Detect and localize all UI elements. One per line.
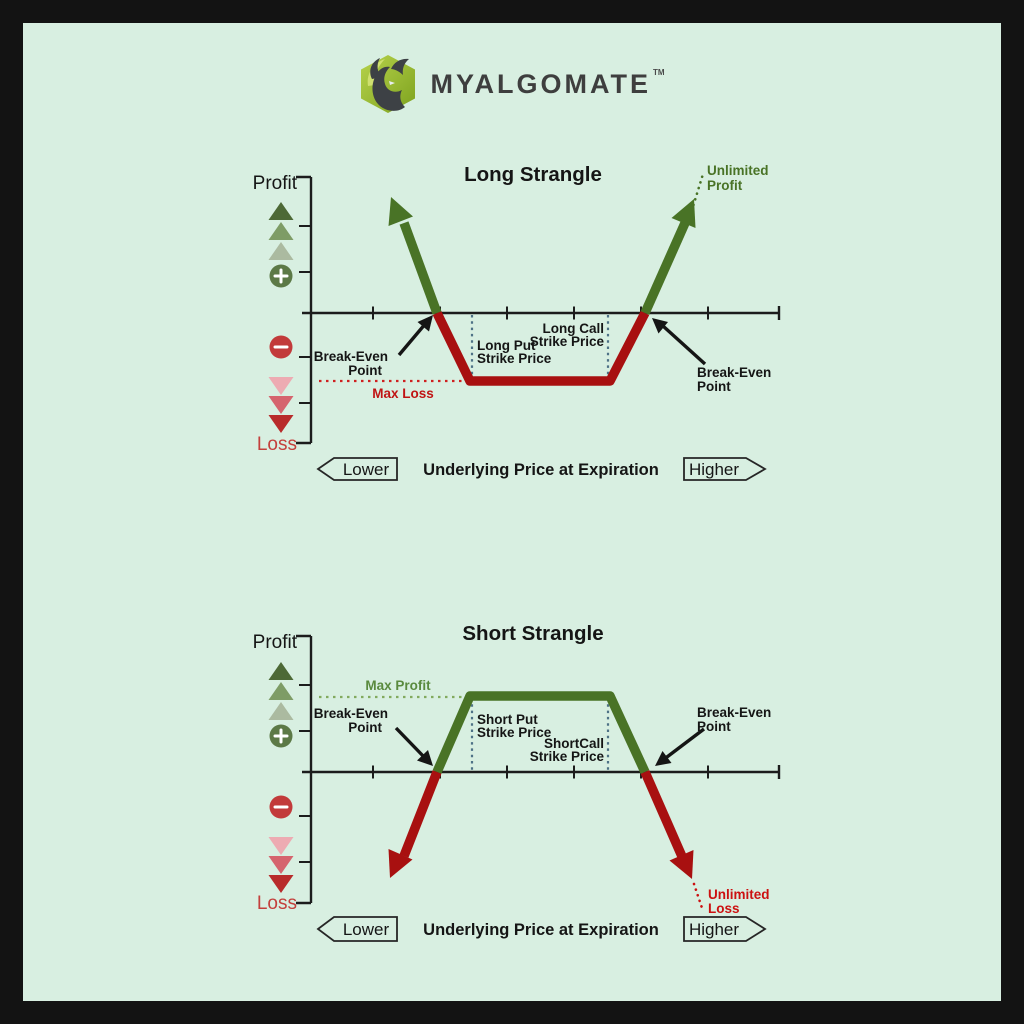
unlimited-profit-dotted bbox=[692, 172, 705, 207]
green-arrowhead-right bbox=[671, 199, 696, 228]
unlimited-loss-dotted bbox=[692, 882, 704, 910]
logo-highlight bbox=[368, 59, 386, 86]
break-even-left-label-2: Point bbox=[348, 363, 382, 378]
down-triangle-dark-icon bbox=[268, 415, 294, 433]
break-even-left-label-1: Break-Even bbox=[314, 706, 388, 721]
call-strike-label-2: Strike Price bbox=[530, 749, 605, 764]
down-triangle-mid-icon bbox=[268, 396, 294, 414]
lower-tag-label: Lower bbox=[343, 920, 390, 939]
up-triangle-dark-icon bbox=[268, 662, 294, 680]
y-axis-end-ticks bbox=[296, 175, 311, 445]
lower-tag-shape bbox=[316, 916, 398, 942]
break-even-right-arrowhead bbox=[652, 318, 668, 334]
up-triangle-mid-icon bbox=[268, 222, 294, 240]
brand-name: MYALGOMATE bbox=[430, 69, 651, 99]
higher-tag-shape bbox=[683, 457, 767, 481]
page-background bbox=[23, 23, 1001, 1001]
lower-tag-shape bbox=[316, 457, 398, 481]
profit-loss-glyphs bbox=[268, 202, 294, 433]
down-triangle-mid-icon bbox=[268, 856, 294, 874]
payoff-profit-right bbox=[640, 221, 690, 315]
payoff-loss-right bbox=[640, 770, 689, 863]
green-arrowhead-left bbox=[388, 197, 413, 226]
strike-price-guides bbox=[470, 315, 610, 379]
put-strike-label-1: Long Put bbox=[477, 338, 536, 353]
max-loss-label: Max Loss bbox=[372, 386, 434, 401]
break-even-right-arrowhead bbox=[655, 751, 672, 766]
y-axis-ticks bbox=[299, 225, 311, 404]
unlimited-profit-label-2: Profit bbox=[707, 178, 743, 193]
break-even-right-arrow bbox=[661, 727, 706, 762]
bull-horn-right bbox=[391, 58, 410, 75]
break-even-left-arrowhead bbox=[417, 750, 433, 766]
chart-title-long-strangle: Long Strangle bbox=[464, 163, 602, 186]
unlimited-loss-label-1: Unlimited bbox=[708, 887, 770, 902]
call-strike-label-1: ShortCall bbox=[544, 736, 604, 751]
higher-tag-shape bbox=[683, 916, 767, 942]
break-even-left-arrow bbox=[397, 321, 428, 357]
payoff-profit-segment bbox=[432, 691, 650, 774]
x-axis-title: Underlying Price at Expiration bbox=[423, 461, 659, 479]
brand-wrap: MYALGOMATE TM bbox=[430, 54, 664, 114]
break-even-left-label-1: Break-Even bbox=[314, 349, 388, 364]
down-triangle-light-icon bbox=[268, 837, 294, 855]
break-even-right-label-2: Point bbox=[697, 379, 731, 394]
plus-glyph bbox=[273, 728, 289, 744]
bull-head bbox=[372, 66, 406, 111]
break-even-right-label-1: Break-Even bbox=[697, 365, 771, 380]
payoff-loss-left bbox=[399, 770, 442, 858]
break-even-left-arrow bbox=[394, 726, 428, 761]
chart-title-short-strangle: Short Strangle bbox=[462, 622, 603, 645]
trademark-mark: TM bbox=[652, 68, 665, 77]
call-strike-label-2: Strike Price bbox=[530, 334, 605, 349]
up-triangle-light-icon bbox=[268, 242, 294, 260]
loss-axis-label: Loss bbox=[257, 893, 297, 914]
payoff-profit-left bbox=[399, 221, 442, 315]
up-triangle-dark-icon bbox=[268, 202, 294, 220]
lower-tag-label: Lower bbox=[343, 460, 390, 479]
break-even-right-arrow bbox=[661, 324, 707, 366]
unlimited-loss-label-2: Loss bbox=[708, 901, 740, 916]
y-axis-end-ticks bbox=[296, 634, 311, 905]
down-triangle-light-icon bbox=[268, 377, 294, 395]
put-strike-label-2: Strike Price bbox=[477, 725, 552, 740]
red-arrowhead-left bbox=[388, 849, 413, 878]
unlimited-profit-label-1: Unlimited bbox=[707, 163, 769, 178]
loss-axis-label: Loss bbox=[257, 434, 297, 455]
break-even-left-arrowhead bbox=[417, 315, 433, 332]
bull-hexagon-icon bbox=[361, 55, 416, 113]
short-strangle-chart: Short Strangle Profit Loss bbox=[253, 622, 781, 942]
up-triangle-light-icon bbox=[268, 702, 294, 720]
break-even-right-label-2: Point bbox=[697, 719, 731, 734]
higher-tag-label: Higher bbox=[689, 920, 739, 939]
down-triangle-dark-icon bbox=[268, 875, 294, 893]
bull-eye bbox=[389, 81, 396, 85]
profit-axis-label: Profit bbox=[253, 173, 298, 194]
payoff-loss-segment bbox=[432, 310, 650, 386]
up-triangle-mid-icon bbox=[268, 682, 294, 700]
call-strike-label-1: Long Call bbox=[543, 321, 605, 336]
profit-loss-glyphs bbox=[268, 662, 294, 893]
break-even-right-label-1: Break-Even bbox=[697, 705, 771, 720]
max-profit-label: Max Profit bbox=[365, 678, 431, 693]
higher-tag-label: Higher bbox=[689, 460, 739, 479]
y-axis-ticks bbox=[299, 684, 311, 863]
profit-axis-label: Profit bbox=[253, 632, 298, 653]
long-strangle-chart: Long Strangle Profit Loss bbox=[253, 163, 781, 481]
put-strike-label-1: Short Put bbox=[477, 712, 538, 727]
red-arrowhead-right bbox=[669, 850, 694, 879]
plus-glyph bbox=[273, 268, 289, 284]
x-axis-title: Underlying Price at Expiration bbox=[423, 921, 659, 939]
break-even-left-label-2: Point bbox=[348, 720, 382, 735]
put-strike-label-2: Strike Price bbox=[477, 351, 552, 366]
logo: MYALGOMATE TM bbox=[0, 54, 1024, 114]
